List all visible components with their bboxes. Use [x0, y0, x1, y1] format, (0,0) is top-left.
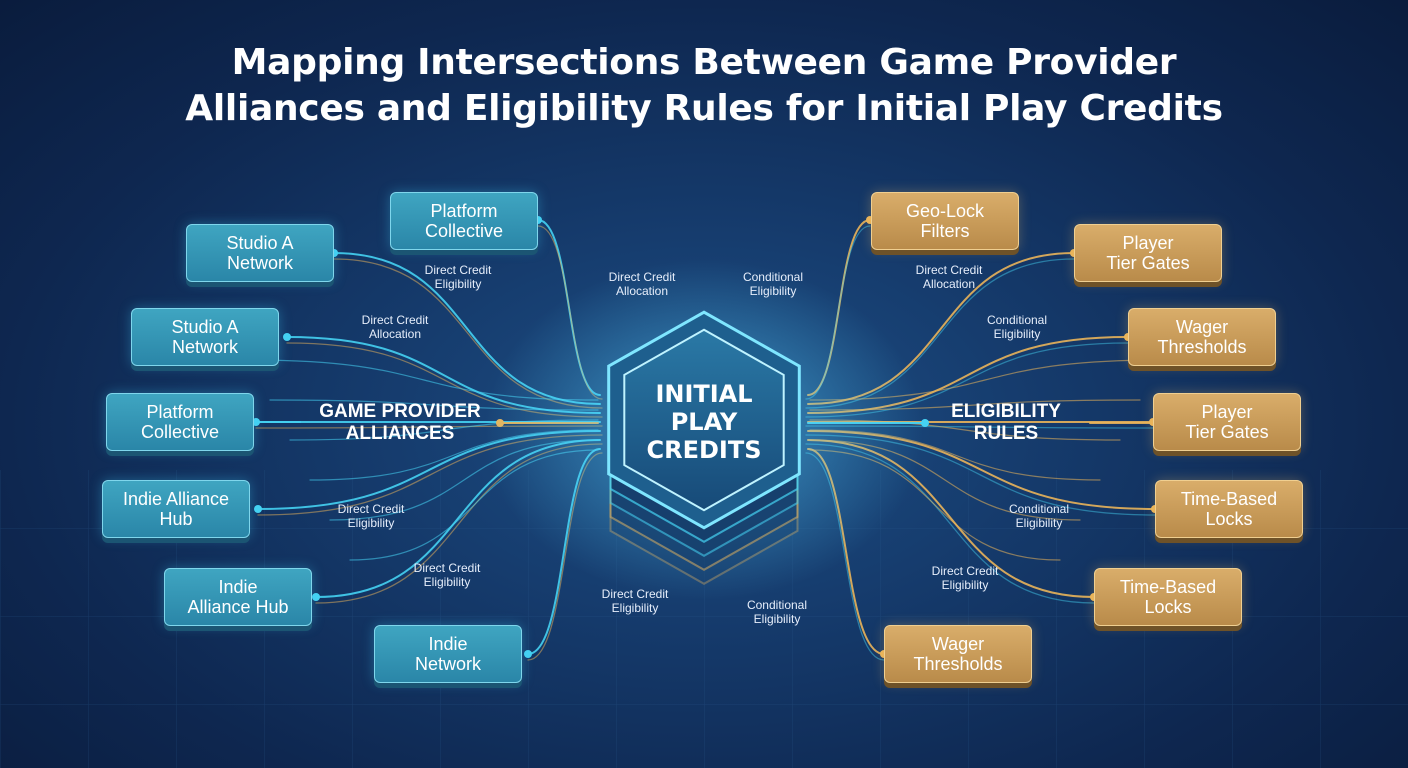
alliance-node-studio-a-network[interactable]: Studio A Network — [186, 224, 334, 282]
edge-label: Conditional Eligibility — [742, 270, 804, 298]
connector-dot — [312, 593, 320, 601]
rule-node-time-based-locks-2[interactable]: Time-Based Locks — [1094, 568, 1242, 626]
alliance-node-indie-alliance-hub[interactable]: Indie Alliance Hub — [102, 480, 250, 538]
edge-label: Conditional Eligibility — [746, 598, 808, 626]
connector-dot — [252, 418, 260, 426]
rule-node-geo-lock-filters[interactable]: Geo-Lock Filters — [871, 192, 1019, 250]
edge-label: Direct Credit Allocation — [915, 263, 983, 291]
rule-node-wager-thresholds[interactable]: Wager Thresholds — [1128, 308, 1276, 366]
edge-label: Direct Credit Eligibility — [931, 564, 999, 592]
alliance-node-indie-alliance-hub-2[interactable]: Indie Alliance Hub — [164, 568, 312, 626]
edge-label: Direct Credit Eligibility — [337, 502, 405, 530]
connector-dot — [254, 505, 262, 513]
page-title: Mapping Intersections Between Game Provi… — [0, 40, 1408, 132]
rule-node-wager-thresholds-2[interactable]: Wager Thresholds — [884, 625, 1032, 683]
edge-label: Direct Credit Eligibility — [413, 561, 481, 589]
rule-node-player-tier-gates-2[interactable]: Player Tier Gates — [1153, 393, 1301, 451]
edge-label: Conditional Eligibility — [986, 313, 1048, 341]
rule-node-time-based-locks[interactable]: Time-Based Locks — [1155, 480, 1303, 538]
edge-label: Direct Credit Eligibility — [424, 263, 492, 291]
section-label-rules: ELIGIBILITY RULES — [951, 401, 1061, 444]
edge-label: Direct Credit Allocation — [608, 270, 676, 298]
connector-dot — [524, 650, 532, 658]
alliance-node-indie-network[interactable]: Indie Network — [374, 625, 522, 683]
edge-label: Conditional Eligibility — [1008, 502, 1070, 530]
rule-node-player-tier-gates[interactable]: Player Tier Gates — [1074, 224, 1222, 282]
alliance-node-platform-collective[interactable]: Platform Collective — [390, 192, 538, 250]
section-label-alliances: GAME PROVIDER ALLIANCES — [319, 401, 481, 444]
hub-label: INITIAL PLAY CREDITS — [646, 380, 762, 464]
hub-hexagon-inner — [623, 328, 785, 512]
alliance-node-studio-a-network-2[interactable]: Studio A Network — [131, 308, 279, 366]
edge-label: Direct Credit Allocation — [361, 313, 429, 341]
title-line-1: Mapping Intersections Between Game Provi… — [231, 42, 1177, 83]
title-line-2: Alliances and Eligibility Rules for Init… — [185, 88, 1223, 129]
edge-label: Direct Credit Eligibility — [601, 587, 669, 615]
alliance-node-platform-collective-2[interactable]: Platform Collective — [106, 393, 254, 451]
connector-dot — [283, 333, 291, 341]
